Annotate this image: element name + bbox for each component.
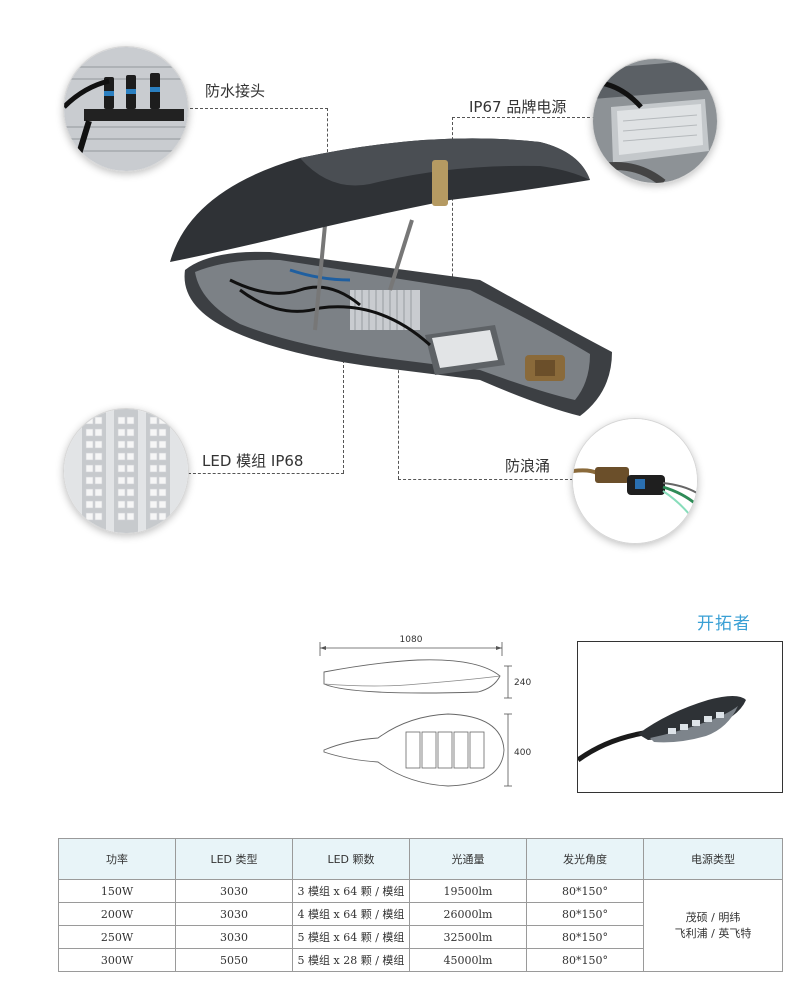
cell-beam-angle: 80*150° [526,879,644,903]
leader-power-h [452,117,595,118]
cell-led-type: 5050 [175,948,293,972]
cell-luminous-flux: 45000lm [409,948,527,972]
leader-led-h [188,473,344,474]
cell-led-count: 5 模组 x 64 颗 / 模组 [292,925,410,949]
power-supply-label: IP67 品牌电源 [469,98,567,116]
cell-luminous-flux: 19500lm [409,879,527,903]
header-led-type: LED 类型 [175,838,293,880]
power-supply-brands-2: 飞利浦 / 英飞特 [674,926,752,940]
leader-led-v [343,330,344,473]
cell-led-type: 3030 [175,925,293,949]
cell-luminous-flux: 32500lm [409,925,527,949]
cell-led-count: 4 模组 x 64 颗 / 模组 [292,902,410,926]
cell-led-type: 3030 [175,879,293,903]
leader-power-v [452,117,453,337]
table-row: 150W 3030 3 模组 x 64 颗 / 模组 19500lm 80*15… [58,879,783,972]
led-module-label: LED 模组 IP68 [202,452,304,470]
waterproof-connector-label: 防水接头 [205,82,266,100]
cell-power: 250W [58,925,176,949]
header-power: 功率 [58,838,176,880]
leader-connector-h [185,108,328,109]
cell-luminous-flux: 26000lm [409,902,527,926]
surge-protector-label: 防浪涌 [505,457,551,475]
dimension-width: 400 [514,748,531,758]
brand-name: 开拓者 [697,614,751,634]
cell-power: 300W [58,948,176,972]
cell-power: 150W [58,879,176,903]
cell-power: 200W [58,902,176,926]
header-power-supply: 电源类型 [643,838,783,880]
streetlight-open-illustration [150,130,620,430]
header-beam-angle: 发光角度 [526,838,644,880]
cell-beam-angle: 80*150° [526,925,644,949]
header-led-count: LED 颗数 [292,838,410,880]
table-header-row: 功率 LED 类型 LED 颗数 光通量 发光角度 电源类型 [58,838,783,880]
header-luminous-flux: 光通量 [409,838,527,880]
surge-protector-detail [572,418,698,544]
cell-led-count: 5 模组 x 28 颗 / 模组 [292,948,410,972]
power-supply-detail [592,58,718,184]
leader-connector-v [327,108,328,188]
table-row: 200W 3030 4 模组 x 64 颗 / 模组 26000lm 80*15… [58,902,783,926]
cell-led-type: 3030 [175,902,293,926]
dimension-drawings: 1080 240 400 [318,632,558,792]
waterproof-connector-detail [63,46,189,172]
cell-beam-angle: 80*150° [526,948,644,972]
dimension-length: 1080 [400,635,423,645]
cell-led-count: 3 模组 x 64 颗 / 模组 [292,879,410,903]
leader-surge-h [398,479,573,480]
installed-lamp-photo [576,641,783,793]
led-module-detail [63,408,189,534]
table-row: 300W 5050 5 模组 x 28 颗 / 模组 45000lm 80*15… [58,948,783,972]
cell-power-supply: 茂硕 / 明纬 飞利浦 / 英飞特 [643,879,783,972]
leader-surge-v [398,345,399,479]
dimension-height: 240 [514,678,531,688]
power-supply-brands-1: 茂硕 / 明纬 [685,910,741,924]
spec-table: 功率 LED 类型 LED 颗数 光通量 发光角度 电源类型 150W 3030… [58,838,783,972]
cell-beam-angle: 80*150° [526,902,644,926]
